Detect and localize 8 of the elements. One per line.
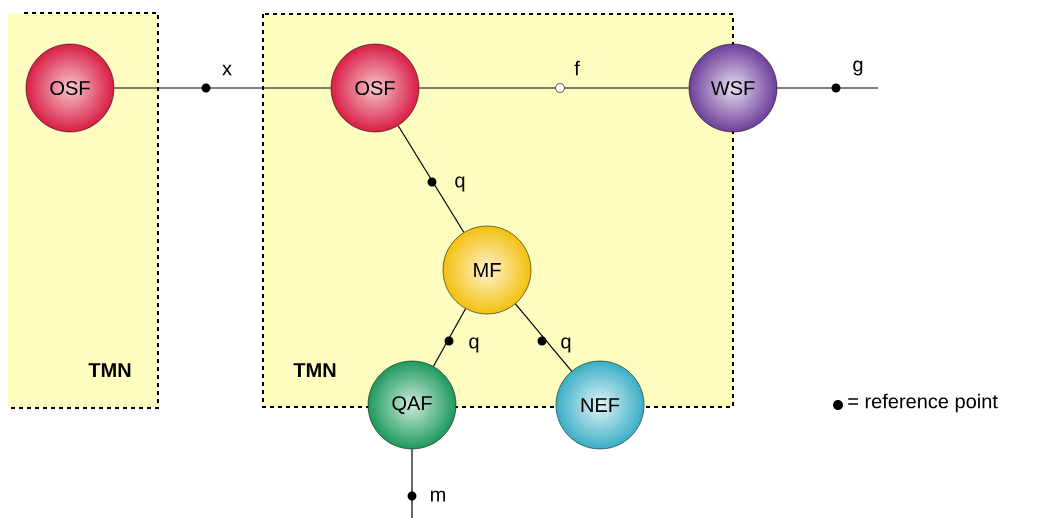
edge-label: f [574, 60, 580, 76]
edge-label: g [853, 60, 863, 76]
legend-text: = reference point [848, 393, 998, 413]
edge-label: q [561, 337, 571, 353]
edge-label: m [431, 490, 445, 502]
edge-label: q [455, 176, 465, 192]
edge-label: x [222, 64, 232, 76]
edge-label: q [469, 337, 479, 353]
